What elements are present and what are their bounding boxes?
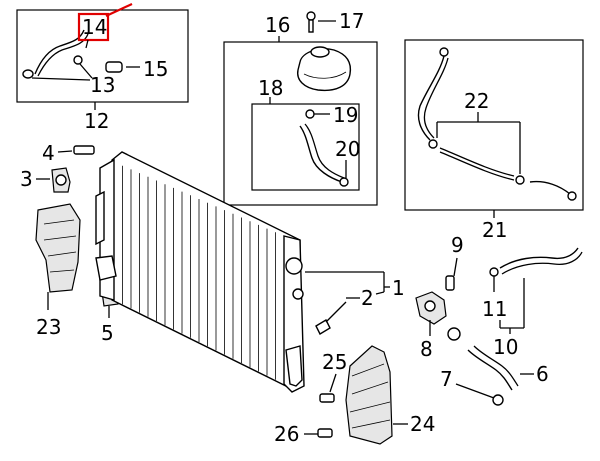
top-clamp[interactable] bbox=[439, 47, 449, 57]
lower-shield-group: 24 25 26 bbox=[274, 345, 435, 446]
leader-7 bbox=[455, 383, 495, 399]
reservoir-hose[interactable] bbox=[299, 125, 343, 183]
radiator-group: 1 bbox=[95, 151, 405, 393]
reservoir-group-16: 16 17 18 19 20 bbox=[223, 9, 378, 206]
callout-5: 5 bbox=[101, 321, 114, 345]
callout-6: 6 bbox=[536, 362, 549, 386]
callout-25: 25 bbox=[322, 350, 347, 374]
left-bracket bbox=[95, 190, 105, 246]
callout-17: 17 bbox=[339, 9, 364, 33]
callout-23: 23 bbox=[36, 315, 61, 339]
outlet-bore bbox=[424, 300, 436, 312]
callout-9: 9 bbox=[451, 233, 464, 257]
upper-heater-hose-edge bbox=[423, 57, 449, 139]
clamp-7b[interactable] bbox=[492, 394, 504, 406]
callout-4: 4 bbox=[42, 141, 55, 165]
radiator-fins bbox=[122, 165, 276, 380]
callout-10: 10 bbox=[493, 335, 518, 359]
leader-4 bbox=[57, 150, 73, 153]
callout-22: 22 bbox=[464, 89, 489, 113]
leader-13a bbox=[31, 77, 91, 81]
bolt-17[interactable] bbox=[306, 11, 316, 21]
reservoir-hose-edge bbox=[304, 123, 345, 179]
callout-15: 15 bbox=[143, 57, 168, 81]
callout-12: 12 bbox=[84, 109, 109, 133]
heater-tube-edge bbox=[439, 151, 515, 181]
clamp-20[interactable] bbox=[339, 177, 349, 187]
water-outlet-group: 9 8 bbox=[415, 233, 464, 361]
hose-kit-group-12: 15 13 14 12 bbox=[16, 3, 189, 133]
lower-heater-hose[interactable] bbox=[529, 180, 571, 195]
lower-radiator-hose-6[interactable] bbox=[467, 349, 513, 391]
hose-clamp-left[interactable] bbox=[22, 69, 34, 79]
callout-3: 3 bbox=[20, 167, 33, 191]
reservoir-hose-box bbox=[251, 103, 360, 191]
callout-18: 18 bbox=[258, 76, 283, 100]
clamp-22a[interactable] bbox=[428, 139, 438, 149]
deflector-ribs bbox=[43, 219, 77, 273]
drain-plug-2[interactable] bbox=[315, 319, 331, 335]
highlight-box-14 bbox=[77, 12, 110, 42]
callout-13: 13 bbox=[90, 73, 115, 97]
callout-21: 21 bbox=[482, 218, 507, 242]
bolt-26[interactable] bbox=[317, 428, 333, 438]
insulator-bore bbox=[55, 174, 67, 186]
highlight-arrow-14 bbox=[105, 3, 133, 17]
radiator-hose-group: 11 10 6 7 bbox=[440, 247, 583, 406]
callout-2: 2 bbox=[361, 286, 374, 310]
hose-kit-box bbox=[16, 9, 189, 103]
heater-hose-group-21: 22 21 bbox=[404, 39, 584, 242]
reservoir-cap[interactable] bbox=[310, 46, 330, 58]
connector-15[interactable] bbox=[105, 61, 123, 73]
upper-outlet[interactable] bbox=[285, 257, 303, 275]
leader-25 bbox=[329, 373, 337, 393]
upper-radiator-hose-10[interactable] bbox=[499, 247, 579, 269]
clamp-22b[interactable] bbox=[515, 175, 525, 185]
left-lower-boss bbox=[95, 255, 117, 281]
reservoir-box bbox=[223, 41, 378, 206]
leader-9 bbox=[453, 257, 458, 277]
clamp-19[interactable] bbox=[305, 109, 315, 119]
upper-heater-hose[interactable] bbox=[417, 55, 445, 141]
clamp-11[interactable] bbox=[489, 267, 499, 277]
deflector-group-23: 23 bbox=[35, 203, 81, 339]
end-clamp[interactable] bbox=[567, 191, 577, 201]
leader-14 bbox=[85, 39, 89, 49]
upper-hose-edge bbox=[501, 251, 583, 275]
bolt-17-shank bbox=[308, 19, 314, 33]
hose-clamp-13[interactable] bbox=[73, 55, 83, 65]
clamp-7a[interactable] bbox=[447, 327, 461, 341]
side-port[interactable] bbox=[292, 288, 304, 300]
callout-26: 26 bbox=[274, 422, 299, 446]
callout-24: 24 bbox=[410, 412, 435, 436]
callout-20: 20 bbox=[335, 137, 360, 161]
splash-shield-24[interactable] bbox=[345, 345, 393, 445]
bolt-4[interactable] bbox=[73, 145, 95, 155]
leader-13b bbox=[79, 63, 93, 79]
upper-mount-group: 4 3 bbox=[20, 141, 95, 193]
reservoir-seam bbox=[303, 71, 347, 79]
lower-outlet[interactable] bbox=[285, 345, 303, 387]
bolt-25[interactable] bbox=[319, 393, 335, 403]
radiator-core[interactable] bbox=[111, 151, 301, 389]
shield-ribs bbox=[349, 363, 391, 429]
callout-19: 19 bbox=[333, 103, 358, 127]
callout-11: 11 bbox=[482, 297, 507, 321]
lower-hose-edge bbox=[473, 345, 519, 387]
drain-plug-group-2: 2 bbox=[315, 286, 385, 335]
heater-tube[interactable] bbox=[439, 147, 515, 177]
air-deflector-23[interactable] bbox=[35, 203, 81, 293]
callout-16: 16 bbox=[265, 13, 290, 37]
bolt-9[interactable] bbox=[445, 275, 455, 291]
callout-7: 7 bbox=[440, 367, 453, 391]
callout-1: 1 bbox=[392, 276, 405, 300]
callout-8: 8 bbox=[420, 337, 433, 361]
callout-14: 14 bbox=[82, 15, 107, 39]
leader-2-join bbox=[375, 291, 385, 295]
leader-2a bbox=[325, 301, 347, 323]
